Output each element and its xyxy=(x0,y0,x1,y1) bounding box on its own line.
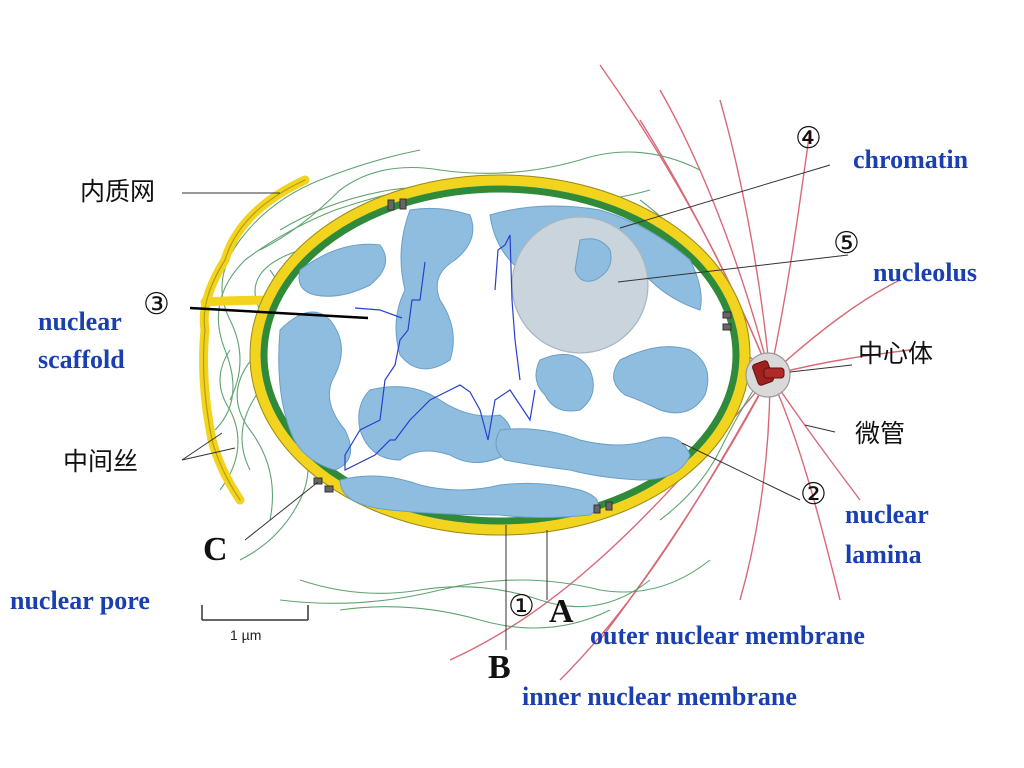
label-chromatin: chromatin xyxy=(853,145,969,174)
marker-2: ② xyxy=(800,477,827,512)
label-nuclear-lamina-line2: lamina xyxy=(845,540,922,569)
label-nucleolus: nucleolus xyxy=(873,258,978,287)
label-intermediate-filament: 中间丝 xyxy=(63,447,139,476)
label-microtubule: 微管 xyxy=(855,419,906,448)
marker-A: A xyxy=(549,593,574,630)
marker-3: ③ xyxy=(143,287,170,322)
label-centrosome: 中心体 xyxy=(858,339,934,368)
label-nuclear-scaffold-line1: nuclear xyxy=(38,307,122,336)
marker-B: B xyxy=(488,649,511,686)
nuclear-pores xyxy=(313,198,732,514)
centrosome-figure xyxy=(745,352,791,398)
handwritten-annotation xyxy=(344,234,536,471)
label-inner-nuclear-membrane: inner nuclear membrane xyxy=(522,682,797,711)
label-endoplasmic-reticulum: 内质网 xyxy=(80,177,156,206)
label-nuclear-scaffold-line2: scaffold xyxy=(38,345,125,374)
scale-bar xyxy=(201,605,309,621)
label-nuclear-pore: nuclear pore xyxy=(10,586,150,615)
marker-1: ① xyxy=(508,589,535,624)
marker-4: ④ xyxy=(795,121,822,156)
label-nuclear-lamina-line1: nuclear xyxy=(845,500,929,529)
leader-lines xyxy=(181,164,853,650)
scale-bar-label: 1 µm xyxy=(230,627,262,643)
nucleolus-body xyxy=(511,216,649,354)
marker-5: ⑤ xyxy=(833,226,860,261)
label-outer-nuclear-membrane: outer nuclear membrane xyxy=(590,621,865,650)
marker-C: C xyxy=(203,531,228,568)
